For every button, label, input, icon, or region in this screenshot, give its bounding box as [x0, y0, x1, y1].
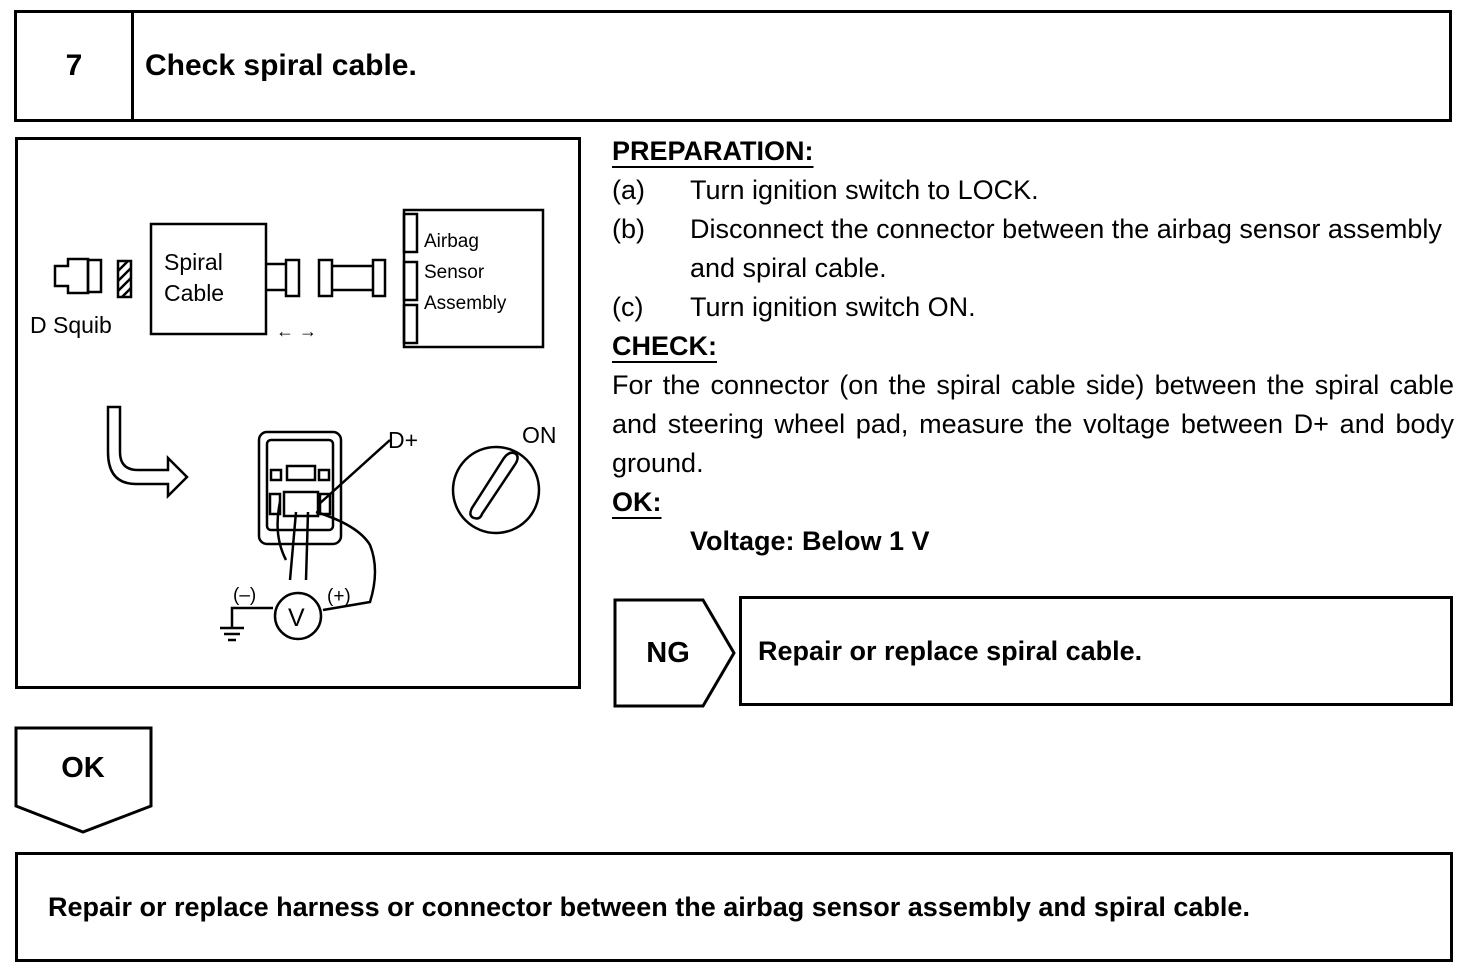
instructions: PREPARATION: (a) Turn ignition switch to…	[612, 132, 1454, 561]
down-right-arrow-icon	[106, 405, 189, 500]
ok-arrow-icon	[14, 726, 153, 834]
ok-spec-value: Voltage: Below 1 V	[690, 526, 930, 556]
spiral-side-connector-icon	[284, 258, 301, 298]
minus-label: (–)	[233, 585, 256, 606]
spiral-label-line1: Spiral	[164, 249, 223, 275]
squib-plug-icon	[53, 257, 90, 295]
ok-action: Repair or replace harness or connector b…	[48, 891, 1250, 922]
wiring-diagram: D Squib Spiral Cable Airbag Sensor Assem…	[30, 208, 557, 642]
ok-action-box: Repair or replace harness or connector b…	[15, 852, 1453, 962]
d-squib-label: D Squib	[30, 312, 112, 338]
ng-action-box: Repair or replace spiral cable.	[739, 596, 1453, 706]
ng-label: NG	[646, 636, 690, 669]
wiring-figure: D Squib Spiral Cable Airbag Sensor Assem…	[15, 137, 581, 689]
ng-action: Repair or replace spiral cable.	[758, 635, 1143, 666]
prep-item: (c) Turn ignition switch ON.	[612, 292, 976, 322]
plus-label: (+)	[327, 586, 351, 607]
sensor-side-connector-icon	[317, 258, 334, 298]
ok-heading: OK:	[612, 487, 662, 517]
ignition-switch-icon	[451, 445, 541, 535]
voltmeter-icon	[273, 591, 323, 641]
sensor-label-line1: Airbag	[424, 231, 479, 252]
step-title: Check spiral cable.	[145, 49, 417, 82]
spiral-label-line2: Cable	[164, 280, 224, 306]
check-text: For the connector (on the spiral cable s…	[612, 370, 1454, 478]
step-number: 7	[17, 13, 134, 119]
voltmeter-label: V	[288, 604, 305, 632]
d-plus-label: D+	[388, 427, 418, 453]
prep-item: (b) Disconnect the connector between the…	[612, 214, 1442, 283]
ng-arrow-icon	[613, 598, 736, 708]
sensor-label-line2: Sensor	[424, 262, 485, 283]
step-header: 7 Check spiral cable.	[14, 10, 1452, 122]
spiral-cable-box	[149, 222, 268, 336]
disconnect-arrows: ← →	[276, 321, 317, 341]
d-plus-leader	[317, 439, 391, 506]
on-label: ON	[522, 422, 557, 448]
ok-label: OK	[61, 751, 105, 784]
preparation-heading: PREPARATION:	[612, 136, 814, 166]
prep-item: (a) Turn ignition switch to LOCK.	[612, 175, 1039, 205]
connector-closeup	[257, 430, 343, 546]
check-heading: CHECK:	[612, 331, 717, 361]
squib-connector-icon	[86, 258, 103, 294]
sensor-label-line3: Assembly	[424, 293, 507, 314]
